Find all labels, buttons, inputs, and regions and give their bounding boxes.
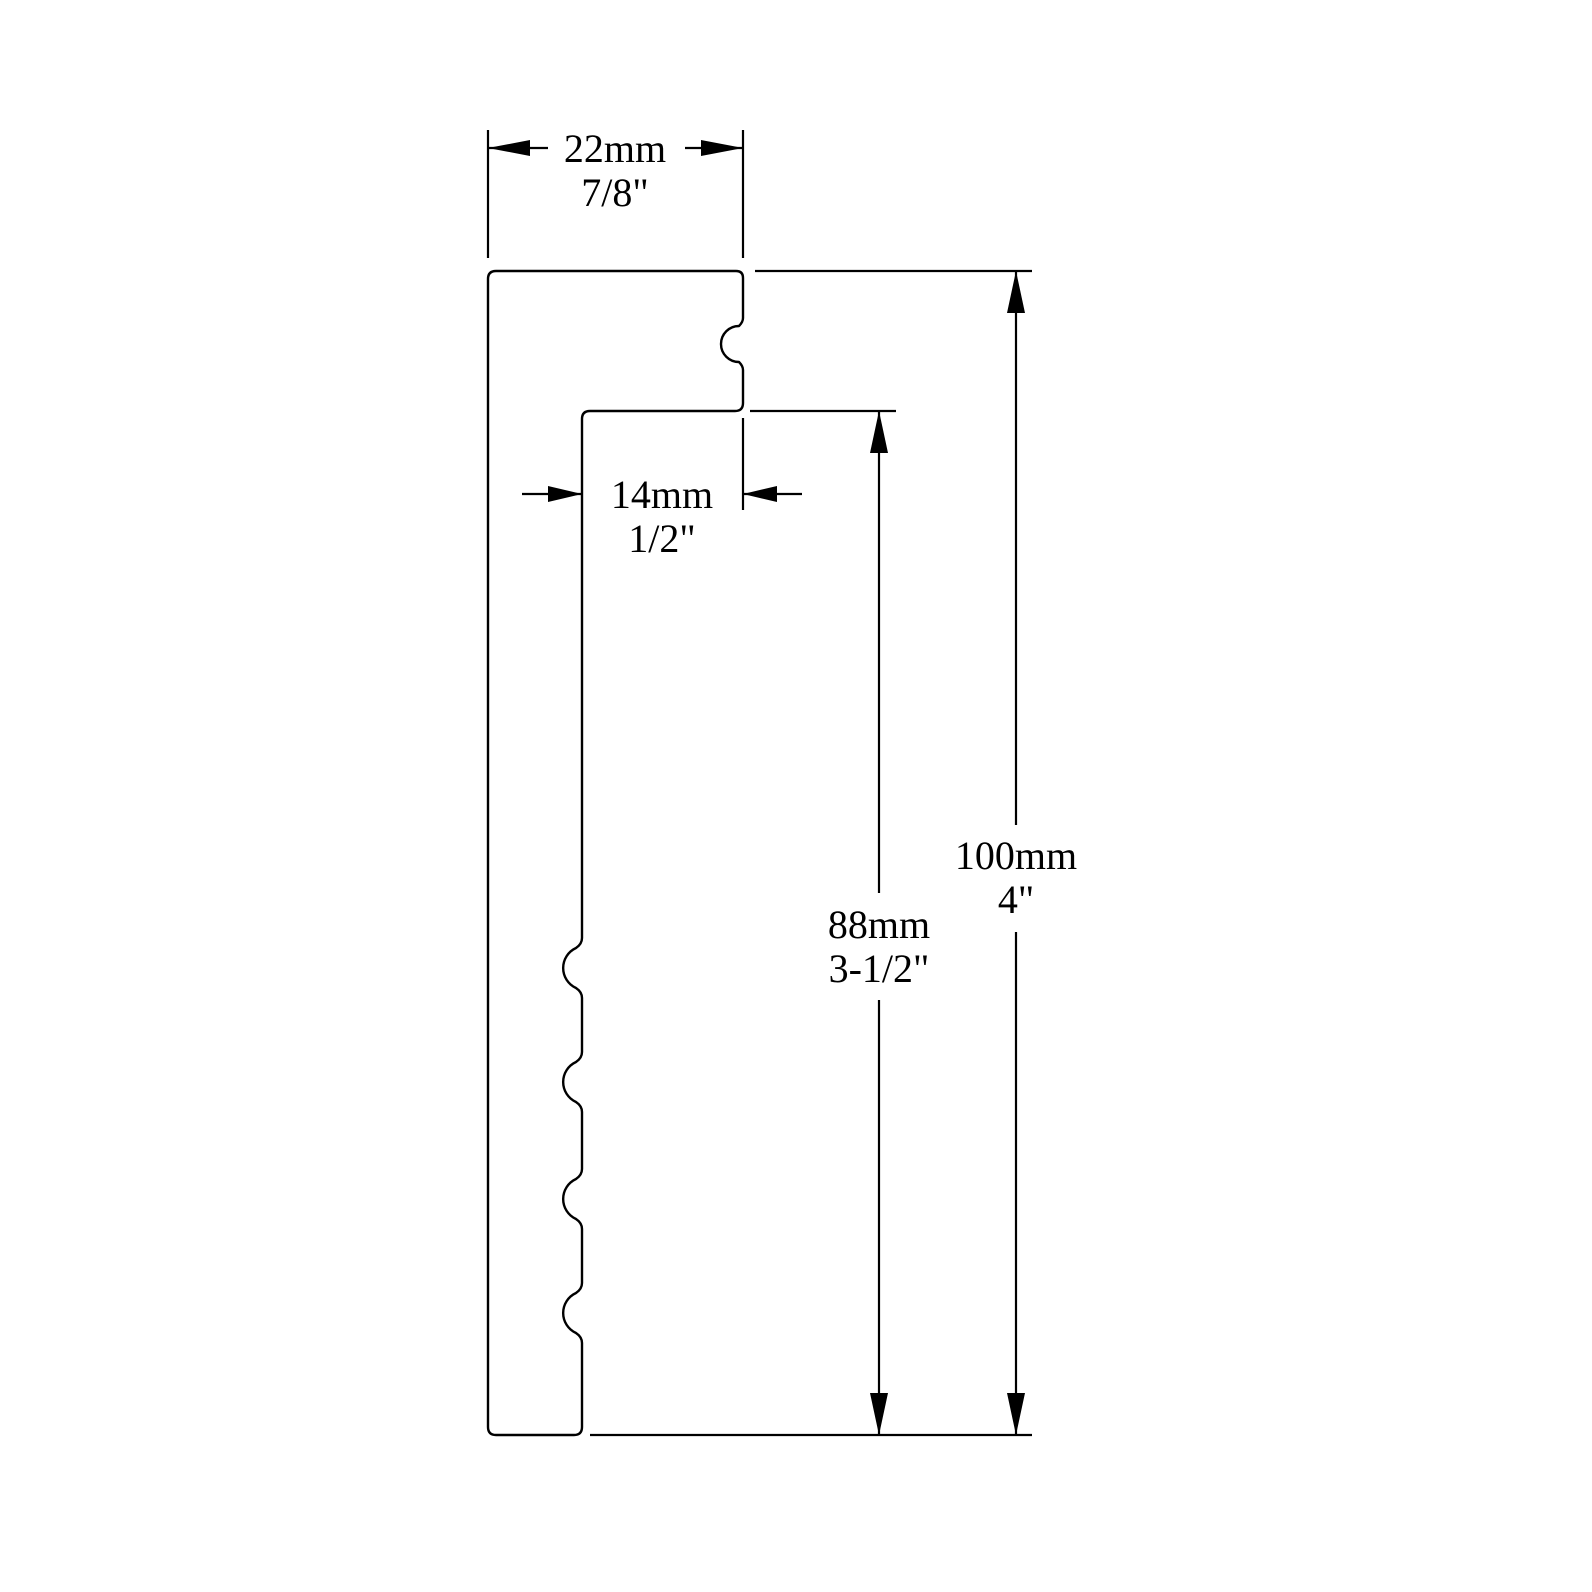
dimension-label-imperial: 4" bbox=[998, 877, 1034, 922]
dimension-overall-width: 22mm 7/8" bbox=[486, 126, 745, 258]
arrow-left-icon bbox=[743, 486, 777, 502]
dimension-inner-height: 88mm 3-1/2" bbox=[828, 411, 930, 1435]
dimension-label-metric: 88mm bbox=[828, 902, 930, 947]
arrow-up-icon bbox=[1007, 271, 1025, 313]
dimension-label-imperial: 1/2" bbox=[628, 516, 695, 561]
dimension-label-metric: 14mm bbox=[611, 472, 713, 517]
dimension-overall-height: 100mm 4" bbox=[955, 271, 1077, 1435]
arrow-left-icon bbox=[488, 140, 530, 156]
dimension-label-metric: 100mm bbox=[955, 833, 1077, 878]
arrow-down-icon bbox=[870, 1393, 888, 1435]
moulding-profile-outline bbox=[486, 269, 745, 1437]
dimension-label-metric: 22mm bbox=[564, 126, 666, 171]
arrow-right-icon bbox=[548, 486, 582, 502]
arrow-down-icon bbox=[1007, 1393, 1025, 1435]
dimension-label-imperial: 3-1/2" bbox=[829, 946, 930, 991]
dimension-label-imperial: 7/8" bbox=[581, 170, 648, 215]
arrow-up-icon bbox=[870, 411, 888, 453]
dimension-inner-width: 14mm 1/2" bbox=[522, 418, 802, 561]
arrow-right-icon bbox=[701, 140, 743, 156]
